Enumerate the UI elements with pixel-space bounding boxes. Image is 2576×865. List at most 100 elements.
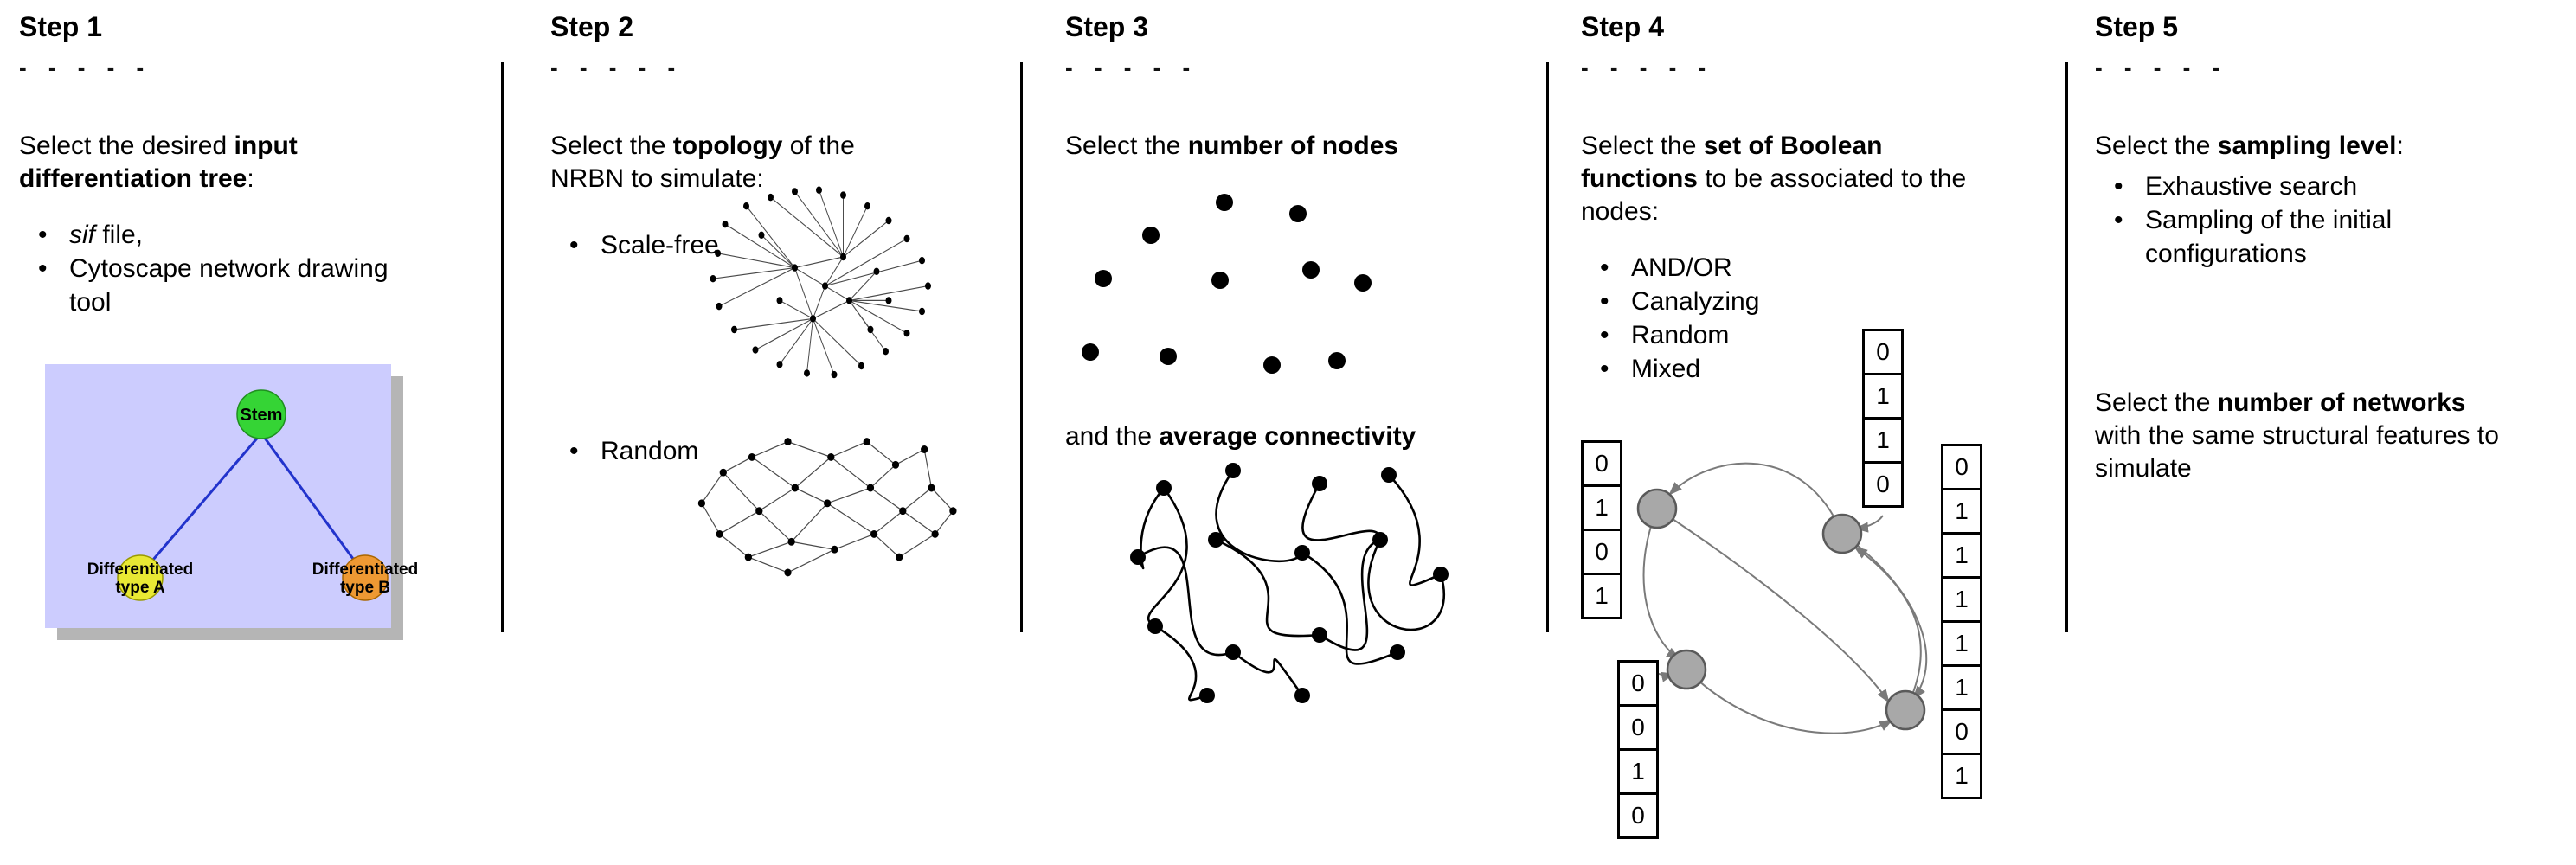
step-5-dashed-underline: - - - - - bbox=[2095, 54, 2228, 81]
step-3-panel: Step 3 - - - - - Select the number of no… bbox=[1065, 11, 1550, 713]
boolean-table-left: 0 1 0 1 bbox=[1581, 440, 1622, 619]
step-1-instruction-post: : bbox=[247, 164, 254, 194]
boolean-node-2 bbox=[1821, 513, 1863, 554]
step-1-title: Step 1 bbox=[19, 11, 103, 42]
boolean-table-cell: 0 bbox=[1862, 461, 1904, 508]
step-4-bullet-list: AND/OR Canalyzing Random Mixed bbox=[1581, 251, 2067, 386]
scale-free-network-graphic bbox=[710, 186, 931, 379]
step-2-title: Step 2 bbox=[550, 11, 634, 42]
step-5-bullet-list: Exhaustive search Sampling of the initia… bbox=[2095, 170, 2484, 271]
sif-rest: file, bbox=[95, 221, 144, 250]
step-2-bullet-random: Random bbox=[550, 434, 922, 468]
step-1-instruction-pre: Select the desired bbox=[19, 131, 234, 161]
boolean-table-cell: 1 bbox=[1581, 573, 1622, 619]
type-a-label-line2: type A bbox=[115, 579, 165, 597]
step-4-instruction-post: to be associated to the nodes: bbox=[1581, 164, 1967, 227]
step-4-instruction-bold: set of Boolean functions bbox=[1581, 131, 1883, 194]
step-5-networks-pre: Select the bbox=[2095, 388, 2218, 418]
differentiated-type-b-node bbox=[342, 554, 389, 602]
random-network-edges bbox=[701, 441, 954, 573]
differentiated-type-a-node bbox=[117, 554, 164, 602]
step-1-panel: Step 1 - - - - - Select the desired inpu… bbox=[19, 11, 418, 654]
step-3-line1-pre: Select the bbox=[1065, 131, 1188, 161]
step-5-title: Step 5 bbox=[2095, 11, 2179, 42]
tree-edges bbox=[141, 432, 364, 573]
step-5-networks-instruction: Select the number of networks with the s… bbox=[2095, 387, 2519, 485]
step-3-line1-bold: number of nodes bbox=[1187, 131, 1399, 161]
step-2-bullet-list: Scale-free Random bbox=[550, 228, 922, 468]
boolean-table-bottom: 0 0 1 0 bbox=[1617, 660, 1659, 839]
scattered-nodes-graphic bbox=[1082, 194, 1372, 375]
step-2-instruction-post: of the NRBN to simulate: bbox=[550, 131, 855, 194]
boolean-table-cell: 0 bbox=[1617, 660, 1659, 707]
step-2-panel: Step 2 - - - - - Select the topology of … bbox=[550, 11, 957, 577]
boolean-table-cell: 0 bbox=[1581, 529, 1622, 575]
column-divider bbox=[501, 62, 504, 632]
step-5-instruction-post: : bbox=[2396, 131, 2404, 161]
boolean-table-right: 0 1 1 1 1 1 0 1 bbox=[1941, 444, 1982, 799]
step-2-dashed-underline: - - - - - bbox=[550, 54, 684, 81]
step-1-instruction: Select the desired input differentiation… bbox=[19, 130, 391, 195]
boolean-table-cell: 1 bbox=[1862, 373, 1904, 420]
step-1-dashed-underline: - - - - - bbox=[19, 54, 152, 81]
type-b-label-line1: Differentiated bbox=[312, 561, 417, 579]
boolean-table-cell: 0 bbox=[1941, 444, 1982, 490]
type-a-label-line1: Differentiated bbox=[87, 561, 193, 579]
boolean-table-cell: 1 bbox=[1862, 417, 1904, 464]
boolean-network-nodes bbox=[1636, 488, 1926, 731]
boolean-node-1 bbox=[1636, 488, 1678, 529]
step-4-panel: Step 4 - - - - - Select the set of Boole… bbox=[1581, 11, 2067, 850]
step-4-dashed-underline: - - - - - bbox=[1581, 54, 1714, 81]
step-4-bullet-and-or: AND/OR bbox=[1581, 251, 2067, 285]
step-3-line2-pre: and the bbox=[1065, 422, 1160, 452]
step-4-title: Step 4 bbox=[1581, 11, 1665, 42]
column-divider bbox=[1020, 62, 1023, 632]
step-3-line2-bold: average connectivity bbox=[1159, 422, 1416, 452]
column-divider bbox=[1546, 62, 1549, 632]
step-4-instruction: Select the set of Boolean functions to b… bbox=[1581, 130, 1988, 228]
step-4-bullet-mixed: Mixed bbox=[1581, 352, 2067, 386]
step-1-bullet-list: sif file, Cytoscape network drawing tool bbox=[19, 218, 391, 319]
step-5-instruction-bold: sampling level bbox=[2217, 131, 2397, 161]
connected-network-graphic bbox=[1130, 463, 1449, 704]
step-5-instruction-pre: Select the bbox=[2095, 131, 2218, 161]
connected-network-edges bbox=[1136, 470, 1446, 702]
step-3-dashed-underline: - - - - - bbox=[1065, 54, 1198, 81]
step-5-bullet-sampling: Sampling of the initial configurations bbox=[2095, 203, 2484, 271]
stem-node bbox=[236, 389, 286, 440]
scale-free-nodes bbox=[710, 186, 931, 379]
random-network-nodes bbox=[697, 438, 957, 577]
step-4-instruction-pre: Select the bbox=[1581, 131, 1704, 161]
step-3-instruction-nodes: Select the number of nodes bbox=[1065, 130, 1550, 163]
stem-node-label: Stem bbox=[241, 406, 283, 425]
sif-italic: sif bbox=[69, 221, 95, 250]
boolean-node-3 bbox=[1666, 649, 1707, 690]
boolean-table-top: 0 1 1 0 bbox=[1862, 329, 1904, 508]
step-4-bullet-canalyzing: Canalyzing bbox=[1581, 285, 2067, 318]
step-1-bullet-sif-file: sif file, bbox=[19, 218, 391, 252]
tree-figure-background bbox=[45, 364, 391, 629]
differentiation-tree-figure: Stem Differentiated type A Differentiate… bbox=[45, 364, 418, 641]
boolean-table-cell: 1 bbox=[1941, 620, 1982, 667]
boolean-table-cell: 1 bbox=[1941, 532, 1982, 579]
boolean-network-graph bbox=[1636, 462, 1928, 734]
boolean-table-cell: 1 bbox=[1617, 748, 1659, 795]
step-5-bullet-exhaustive: Exhaustive search bbox=[2095, 170, 2484, 203]
step-1-bullet-cytoscape: Cytoscape network drawing tool bbox=[19, 252, 391, 319]
random-network-graphic bbox=[697, 438, 957, 577]
step-1-instruction-bold: input differentiation tree bbox=[19, 131, 298, 194]
step-5-instruction: Select the sampling level: bbox=[2095, 130, 2566, 163]
step-2-instruction-bold: topology bbox=[672, 131, 783, 161]
type-b-label-line2: type B bbox=[340, 579, 390, 597]
boolean-table-cell: 0 bbox=[1617, 704, 1659, 751]
column-divider bbox=[2065, 62, 2068, 632]
step-2-instruction-pre: Select the bbox=[550, 131, 673, 161]
boolean-node-4 bbox=[1885, 689, 1926, 731]
step-5-panel: Step 5 - - - - - Select the sampling lev… bbox=[2095, 11, 2566, 486]
boolean-table-cell: 0 bbox=[1617, 792, 1659, 839]
connected-network-nodes bbox=[1130, 463, 1449, 704]
step-3-title: Step 3 bbox=[1065, 11, 1149, 42]
boolean-network-figure: 0 1 0 1 0 1 1 0 0 0 1 0 0 1 1 1 1 1 0 1 bbox=[1581, 329, 2067, 862]
boolean-table-cell: 1 bbox=[1941, 488, 1982, 535]
boolean-table-cell: 0 bbox=[1862, 329, 1904, 375]
